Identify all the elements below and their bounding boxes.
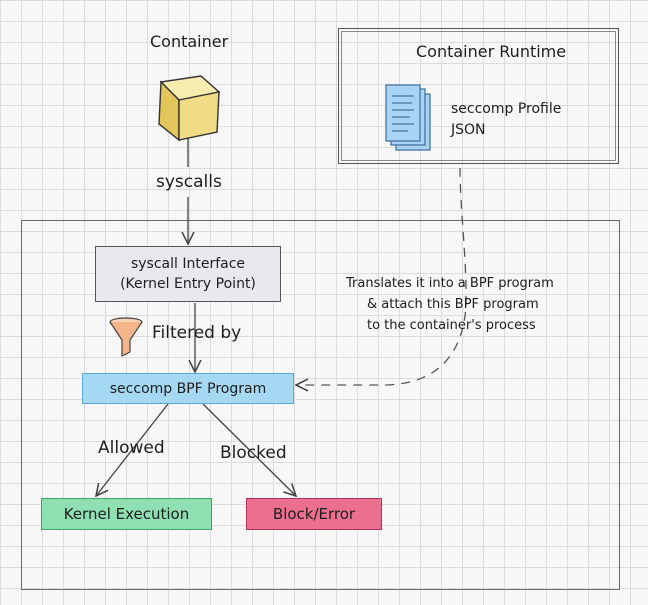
syscall-interface-line2: (Kernel Entry Point) bbox=[120, 276, 256, 292]
document-stack-icon bbox=[385, 84, 431, 151]
translate-note-line1: Translates it into a BPF program bbox=[346, 276, 554, 291]
block-error-box: Block/Error bbox=[246, 498, 382, 530]
runtime-title: Container Runtime bbox=[416, 42, 567, 61]
profile-label-line2: JSON bbox=[451, 122, 486, 138]
kernel-region bbox=[21, 220, 620, 590]
profile-label-line1: seccomp Profile bbox=[451, 101, 562, 117]
syscall-interface-line1: syscall Interface bbox=[130, 256, 246, 272]
runtime-region bbox=[338, 28, 619, 164]
bpf-program-box: seccomp BPF Program bbox=[82, 373, 294, 404]
blocked-arrow bbox=[202, 403, 296, 496]
translate-note-line3: to the container's process bbox=[367, 318, 536, 333]
runtime-region-outline bbox=[341, 31, 616, 161]
filtered-by-label: Filtered by bbox=[152, 323, 242, 343]
allowed-arrow bbox=[96, 403, 169, 496]
funnel-icon bbox=[109, 317, 143, 357]
container-title: Container bbox=[150, 32, 229, 51]
kernel-execution-box: Kernel Execution bbox=[41, 498, 212, 530]
blocked-label: Blocked bbox=[220, 443, 287, 463]
syscalls-label: syscalls bbox=[156, 172, 222, 192]
runtime-to-bpf-dashed-arrow bbox=[296, 167, 467, 385]
allowed-label: Allowed bbox=[98, 438, 165, 458]
translate-note-line2: & attach this BPF program bbox=[367, 297, 539, 312]
cube-icon bbox=[158, 75, 221, 142]
syscall-interface-box: syscall Interface (Kernel Entry Point) bbox=[95, 246, 281, 302]
